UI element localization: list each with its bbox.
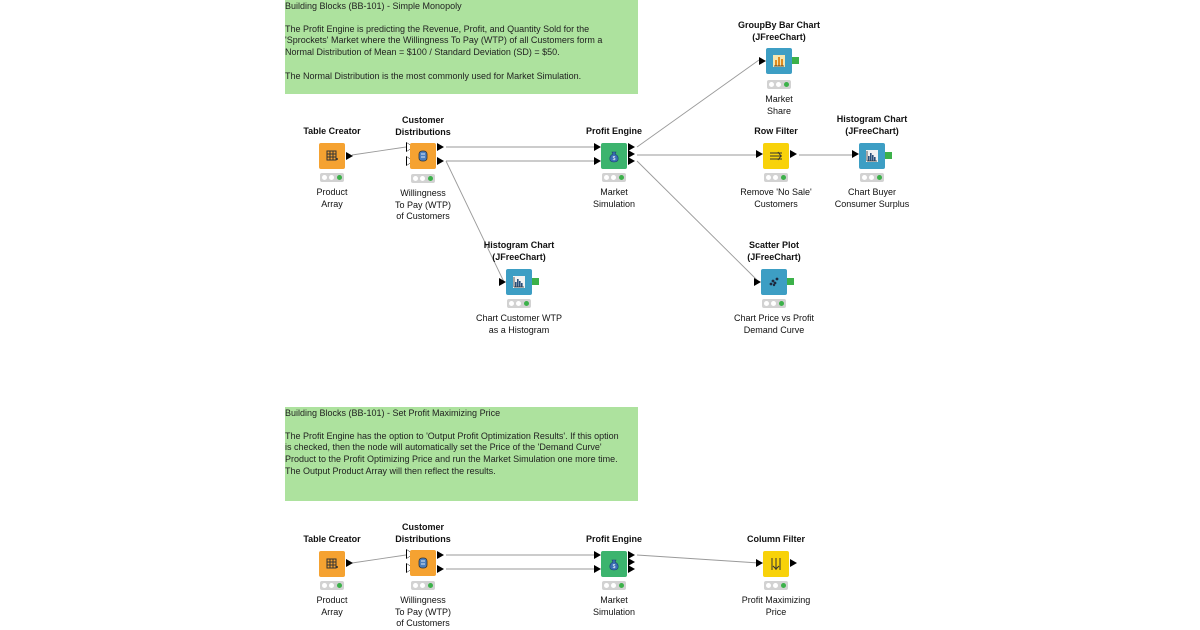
node-status-traffic-light — [602, 173, 626, 182]
input-port[interactable] — [594, 551, 601, 559]
output-port[interactable] — [437, 143, 444, 151]
view-port[interactable] — [885, 152, 892, 159]
wire-tablecreator-custdist-2 — [351, 554, 407, 564]
annotation-simple-monopoly[interactable]: Building Blocks (BB-101) - Simple Monopo… — [285, 0, 638, 94]
output-port[interactable] — [346, 559, 353, 567]
output-port[interactable] — [437, 157, 444, 165]
annotation-title: Building Blocks (BB-101) - Simple Monopo… — [285, 1, 462, 11]
output-port[interactable] — [437, 565, 444, 573]
view-port[interactable] — [787, 278, 794, 285]
node-status-traffic-light — [767, 80, 791, 89]
node-title: Table Creator — [303, 534, 361, 544]
node-status-traffic-light — [411, 174, 435, 183]
input-port[interactable] — [754, 278, 761, 286]
output-port[interactable] — [628, 143, 635, 151]
input-port[interactable] — [759, 57, 766, 65]
money-bag-icon[interactable]: $ — [601, 143, 627, 169]
node-label[interactable]: Chart Customer WTP as a Histogram — [475, 313, 562, 335]
row-filter-icon[interactable] — [763, 143, 789, 169]
node-title: Scatter Plot (JFreeChart) — [747, 240, 801, 262]
node-title: Profit Engine — [586, 534, 642, 544]
node-label[interactable]: Profit Maximizing Price — [741, 595, 811, 617]
output-port[interactable] — [628, 558, 635, 566]
histogram-icon[interactable] — [506, 269, 532, 295]
node-title: Row Filter — [754, 126, 798, 136]
output-port[interactable] — [790, 150, 797, 158]
svg-text:$: $ — [613, 156, 616, 162]
wire-tablecreator-custdist-1 — [351, 146, 407, 156]
annotation-title: Building Blocks (BB-101) - Set Profit Ma… — [285, 408, 501, 418]
input-port[interactable] — [756, 150, 763, 158]
input-port[interactable] — [756, 559, 763, 567]
output-port[interactable] — [628, 150, 635, 158]
node-label[interactable]: Chart Buyer Consumer Surplus — [834, 187, 910, 209]
node-status-traffic-light — [764, 581, 788, 590]
table-grid-icon[interactable] — [319, 551, 345, 577]
node-label[interactable]: Chart Price vs Profit Demand Curve — [733, 313, 815, 335]
output-port[interactable] — [790, 559, 797, 567]
node-status-traffic-light — [860, 173, 884, 182]
node-title: GroupBy Bar Chart (JFreeChart) — [737, 20, 820, 42]
node-label[interactable]: Product Array — [316, 187, 348, 209]
node-label[interactable]: Willingness To Pay (WTP) of Customers — [394, 188, 451, 221]
scatter-plot-icon[interactable] — [761, 269, 787, 295]
input-port[interactable] — [594, 143, 601, 151]
input-port[interactable] — [594, 157, 601, 165]
node-status-traffic-light — [320, 581, 344, 590]
view-port[interactable] — [532, 278, 539, 285]
svg-text:$: $ — [613, 564, 616, 570]
annotation-body: The Profit Engine is predicting the Reve… — [285, 23, 603, 81]
output-port[interactable] — [628, 157, 635, 165]
node-label[interactable]: Market Simulation — [592, 595, 636, 617]
node-label[interactable]: Remove 'No Sale' Customers — [740, 187, 812, 209]
node-status-traffic-light — [602, 581, 626, 590]
view-port[interactable] — [792, 57, 799, 64]
input-port[interactable] — [594, 565, 601, 573]
output-port[interactable] — [346, 152, 353, 160]
node-label[interactable]: Market Share — [765, 94, 793, 116]
node-title: Table Creator — [303, 126, 361, 136]
input-port[interactable] — [852, 150, 859, 158]
table-grid-icon[interactable] — [319, 143, 345, 169]
output-port[interactable] — [437, 551, 444, 559]
node-label[interactable]: Market Simulation — [592, 187, 636, 209]
node-status-traffic-light — [411, 581, 435, 590]
node-label[interactable]: Willingness To Pay (WTP) of Customers — [394, 595, 451, 628]
annotation-profit-maximizing[interactable]: Building Blocks (BB-101) - Set Profit Ma… — [285, 407, 638, 501]
output-port[interactable] — [628, 551, 635, 559]
histogram-icon[interactable] — [859, 143, 885, 169]
wire-profitengine-scatter — [636, 160, 760, 283]
node-label[interactable]: Product Array — [316, 595, 348, 617]
node-title: Profit Engine — [586, 126, 642, 136]
bar-chart-icon[interactable] — [766, 48, 792, 74]
money-bag-icon[interactable]: $ — [601, 551, 627, 577]
wire-profitengine-columnfilter — [636, 554, 760, 564]
node-title: Column Filter — [747, 534, 805, 544]
column-filter-icon[interactable] — [763, 551, 789, 577]
node-status-traffic-light — [320, 173, 344, 182]
node-title: Histogram Chart (JFreeChart) — [483, 240, 555, 262]
input-port[interactable] — [499, 278, 506, 286]
node-title: Customer Distributions — [395, 522, 451, 544]
customer-distribution-icon[interactable] — [410, 143, 436, 169]
node-title: Histogram Chart (JFreeChart) — [836, 114, 908, 136]
node-status-traffic-light — [762, 299, 786, 308]
node-title: Customer Distributions — [395, 115, 451, 137]
node-status-traffic-light — [507, 299, 531, 308]
customer-distribution-icon[interactable] — [410, 550, 436, 576]
node-status-traffic-light — [764, 173, 788, 182]
output-port[interactable] — [628, 565, 635, 573]
annotation-body: The Profit Engine has the option to 'Out… — [285, 430, 619, 476]
